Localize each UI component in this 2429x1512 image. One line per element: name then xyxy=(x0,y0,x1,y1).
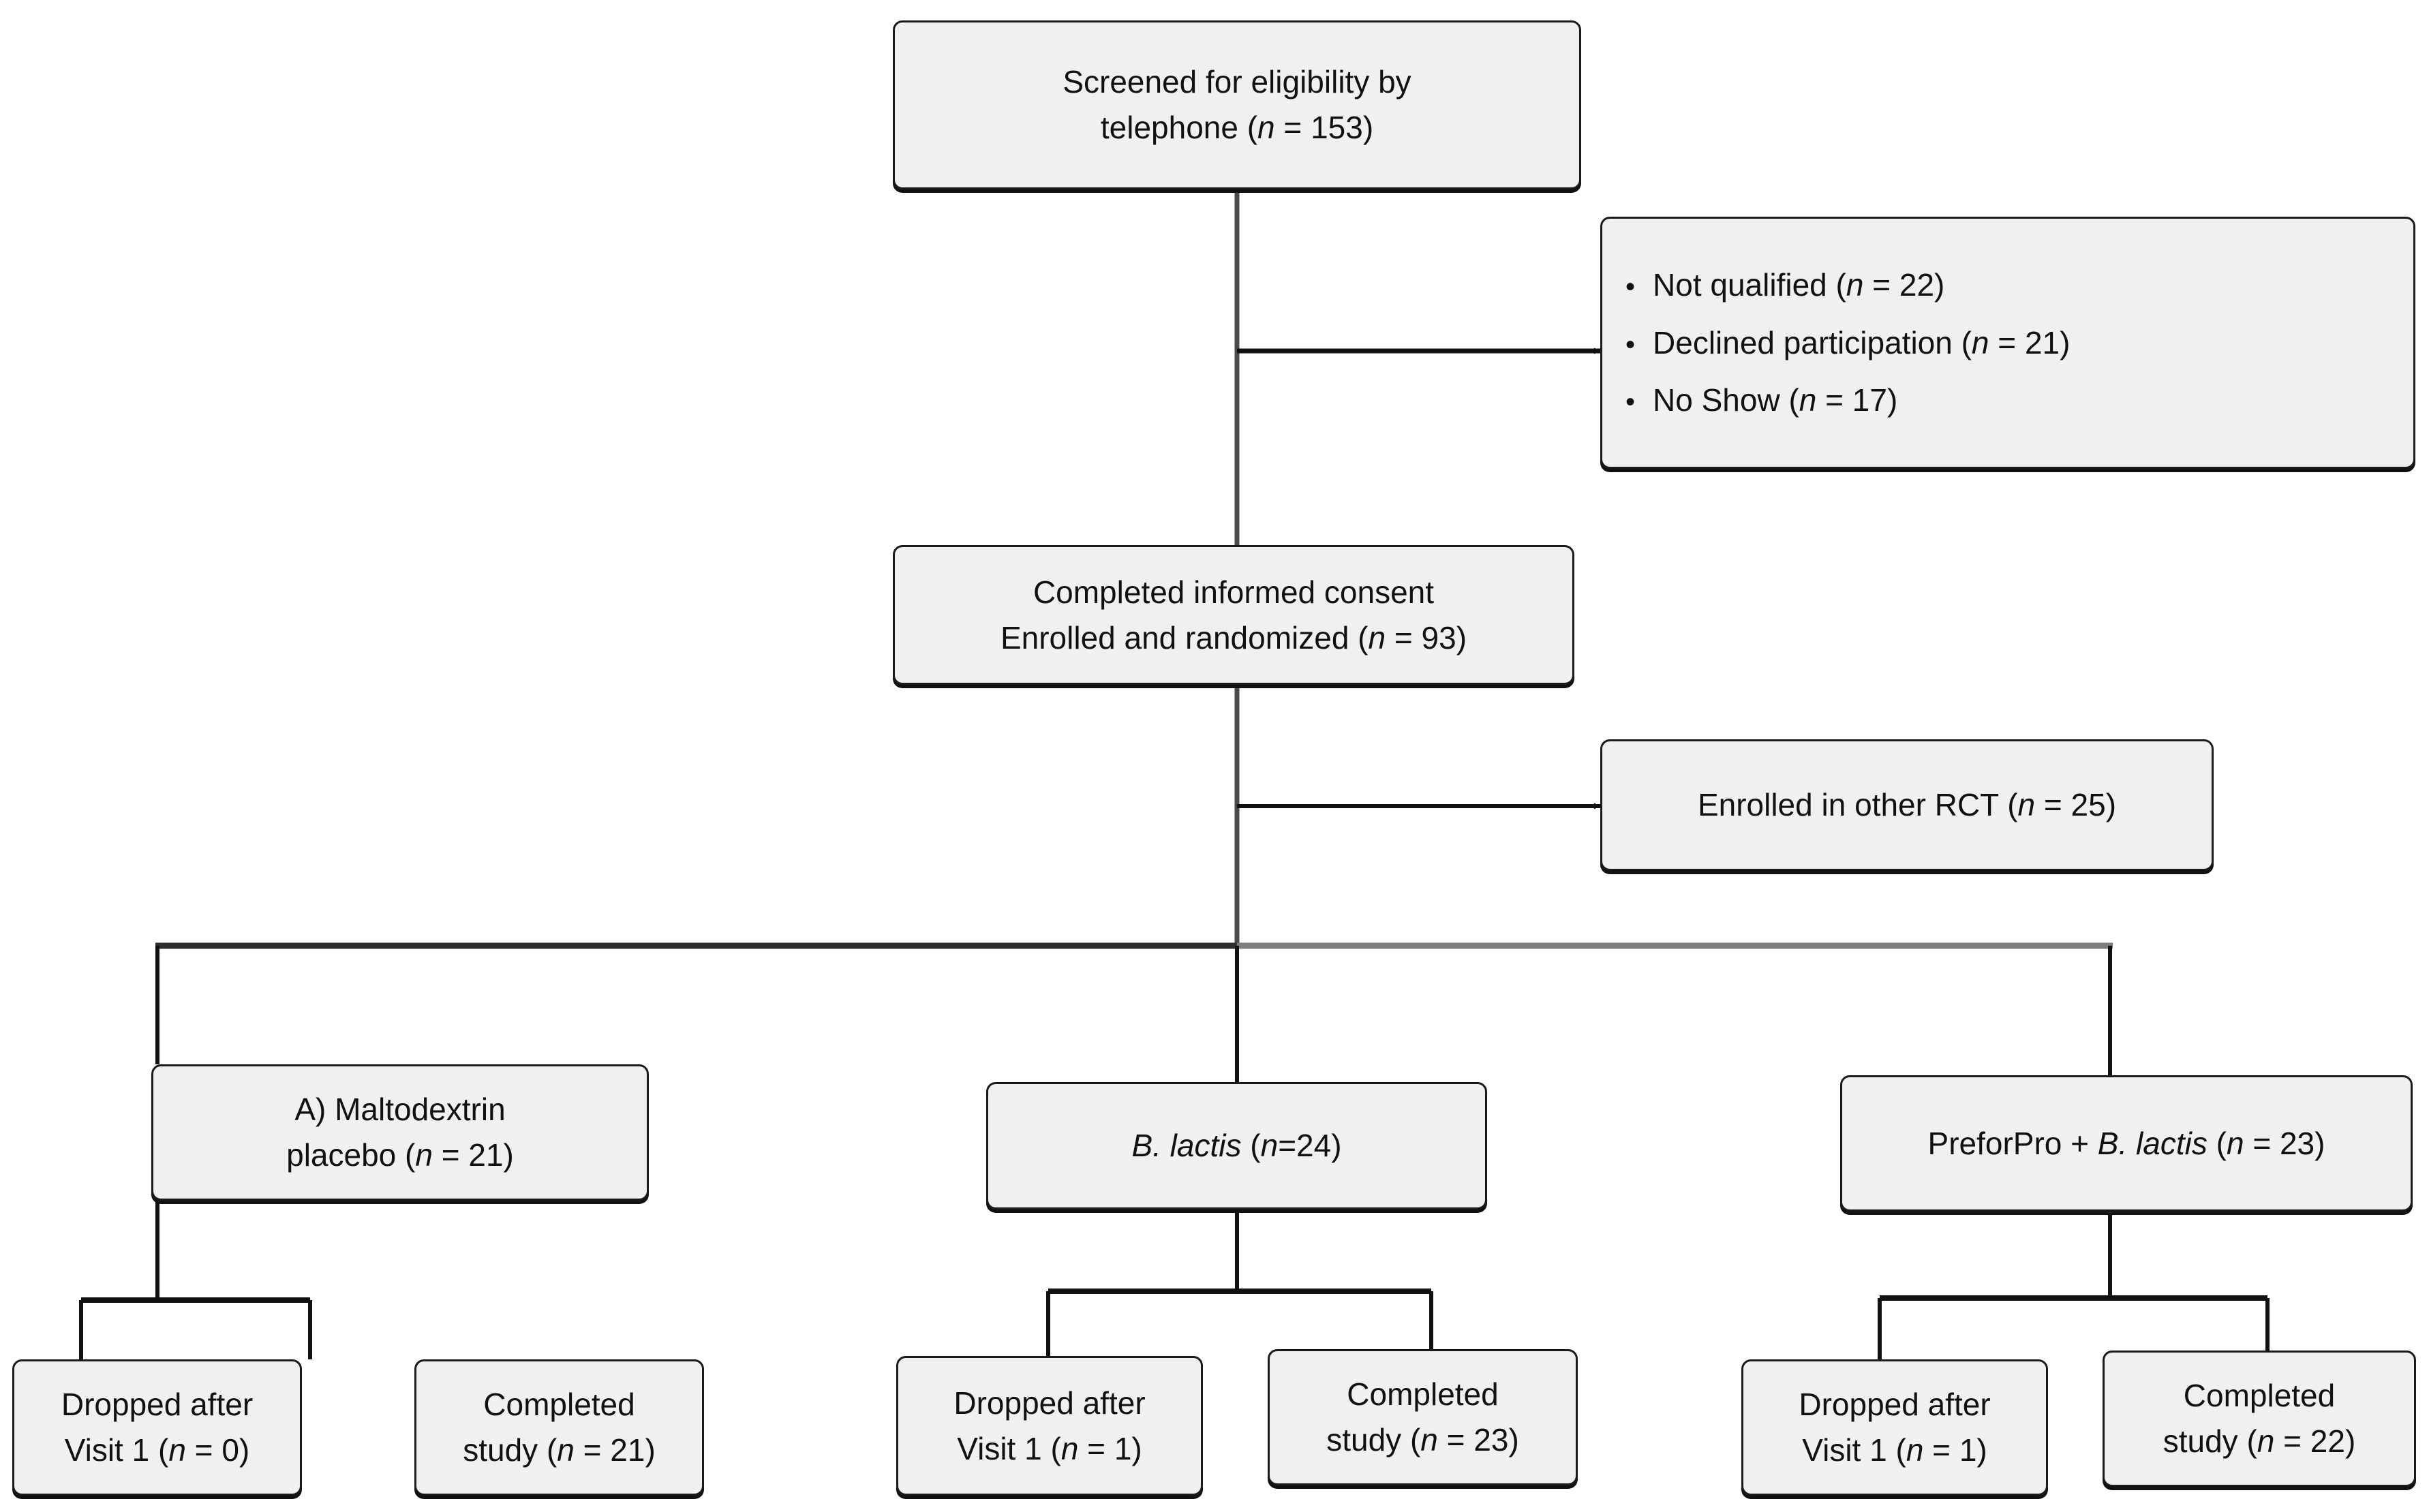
list-item: • Not qualified (n = 22) xyxy=(1625,262,2396,308)
node-consent-line2: Enrolled and randomized (n = 93) xyxy=(1000,619,1467,655)
node-other-rct[interactable]: Enrolled in other RCT (n = 25) xyxy=(1600,739,2214,871)
node-arm-b-label: B. lactis (n=24) xyxy=(1131,1128,1342,1164)
node-arm-a-dropped[interactable]: Dropped after Visit 1 (n = 0) xyxy=(12,1359,302,1496)
bullet-icon: • xyxy=(1625,271,1636,302)
node-arm-c-label: PreforPro + B. lactis (n = 23) xyxy=(1927,1125,2325,1161)
node-arm-b-completed[interactable]: Completed study (n = 23) xyxy=(1268,1349,1578,1485)
node-arm-a-maltodextrin[interactable]: A) Maltodextrin placebo (n = 21) xyxy=(151,1064,649,1201)
node-arm-a-dropped-line2: Visit 1 (n = 0) xyxy=(64,1432,250,1468)
node-arm-a-dropped-line1: Dropped after xyxy=(61,1387,254,1423)
node-arm-a-completed-line1: Completed xyxy=(483,1387,635,1423)
node-arm-a-completed[interactable]: Completed study (n = 21) xyxy=(414,1359,704,1496)
bullet-icon: • xyxy=(1625,329,1636,360)
excluded-reason-1: Not qualified (n = 22) xyxy=(1653,266,1945,303)
node-arm-c-completed-line2: study (n = 22) xyxy=(2163,1423,2356,1459)
node-arm-c-dropped[interactable]: Dropped after Visit 1 (n = 1) xyxy=(1741,1359,2048,1496)
node-arm-c-preforpro-lactis[interactable]: PreforPro + B. lactis (n = 23) xyxy=(1840,1075,2413,1212)
node-arm-c-completed[interactable]: Completed study (n = 22) xyxy=(2103,1351,2416,1487)
node-excluded-reasons[interactable]: • Not qualified (n = 22) • Declined part… xyxy=(1600,217,2415,469)
node-arm-a-line1: A) Maltodextrin xyxy=(294,1092,506,1128)
node-arm-b-completed-line2: study (n = 23) xyxy=(1326,1422,1519,1457)
bullet-icon: • xyxy=(1625,387,1636,418)
node-consent-randomized[interactable]: Completed informed consent Enrolled and … xyxy=(893,545,1574,685)
node-arm-a-line2: placebo (n = 21) xyxy=(286,1137,514,1173)
node-arm-b-completed-line1: Completed xyxy=(1347,1376,1499,1413)
node-arm-b-dropped[interactable]: Dropped after Visit 1 (n = 1) xyxy=(896,1356,1203,1496)
node-arm-c-completed-line1: Completed xyxy=(2183,1378,2336,1414)
node-screened[interactable]: Screened for eligibility by telephone (n… xyxy=(893,20,1581,189)
node-arm-c-dropped-line1: Dropped after xyxy=(1799,1387,1991,1423)
node-arm-b-dropped-line2: Visit 1 (n = 1) xyxy=(957,1430,1142,1466)
node-screened-line2: telephone (n = 153) xyxy=(1100,110,1374,145)
node-screened-line1: Screened for eligibility by xyxy=(1063,64,1411,100)
node-arm-b-dropped-line1: Dropped after xyxy=(953,1385,1146,1421)
list-item: • Declined participation (n = 21) xyxy=(1625,320,2396,366)
node-consent-line1: Completed informed consent xyxy=(1033,574,1435,610)
node-arm-a-completed-line2: study (n = 21) xyxy=(463,1432,656,1468)
excluded-reason-3: No Show (n = 17) xyxy=(1653,382,1898,418)
node-arm-c-dropped-line2: Visit 1 (n = 1) xyxy=(1802,1432,1987,1468)
node-arm-b-lactis[interactable]: B. lactis (n=24) xyxy=(986,1082,1487,1209)
list-item: • No Show (n = 17) xyxy=(1625,377,2396,423)
excluded-reason-2: Declined participation (n = 21) xyxy=(1653,324,2071,360)
node-other-rct-label: Enrolled in other RCT (n = 25) xyxy=(1697,787,2117,823)
